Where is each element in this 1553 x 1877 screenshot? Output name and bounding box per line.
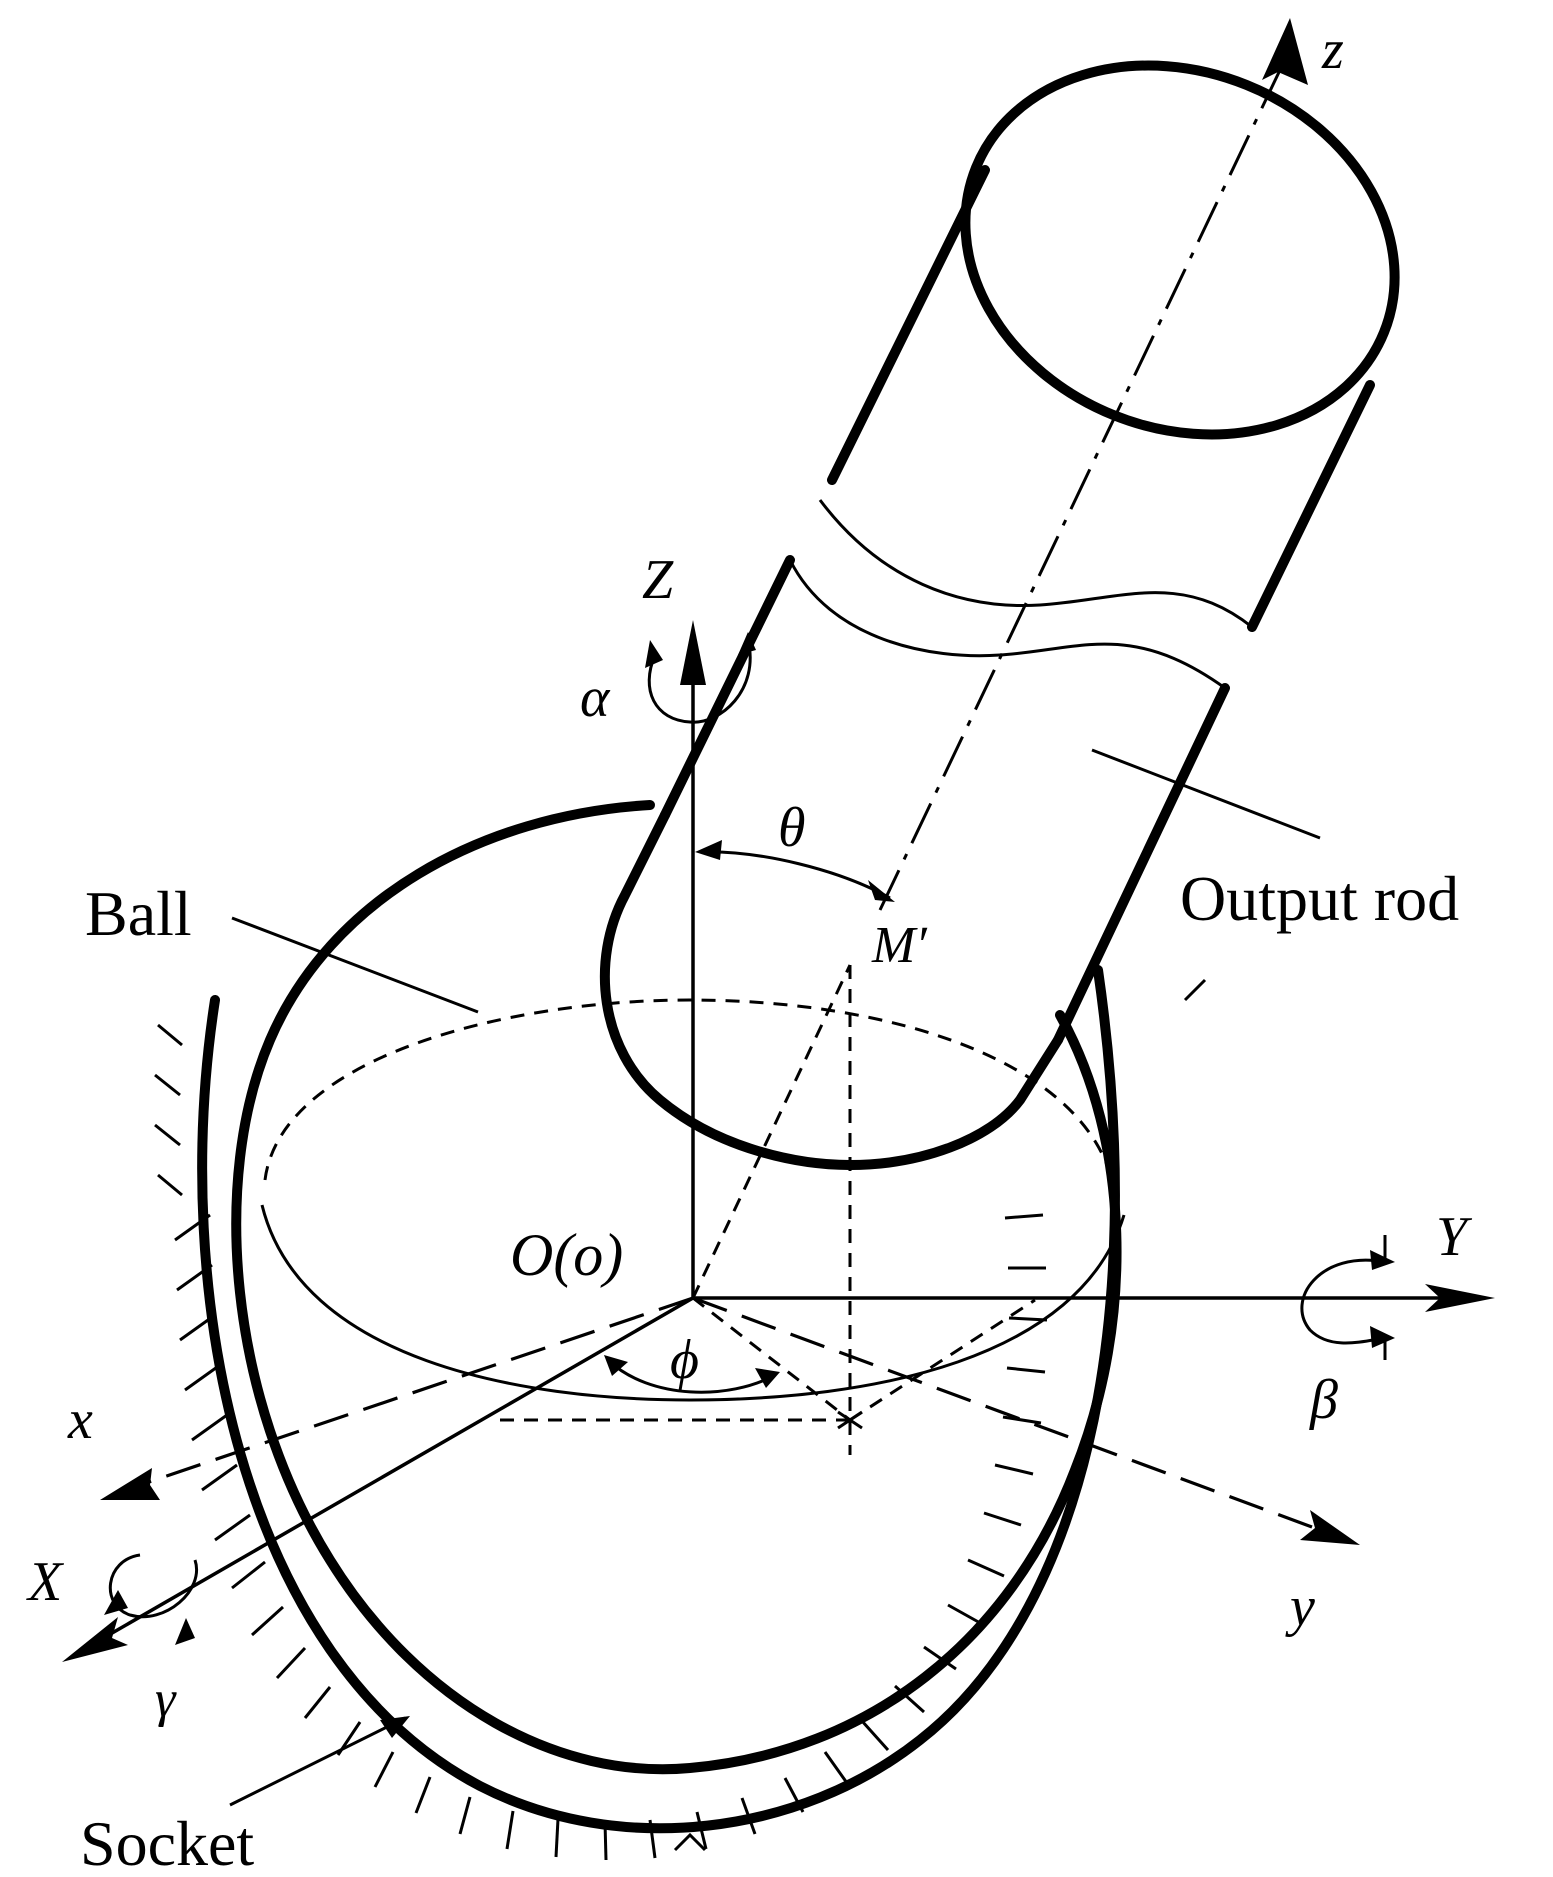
X-axis-arrowhead — [62, 1617, 128, 1662]
output-rod-label: Output rod — [1180, 863, 1459, 934]
rod-right-edge-upper — [1247, 380, 1375, 632]
X-axis-label: X — [26, 1551, 65, 1613]
gamma-rotation-arrow — [108, 1553, 198, 1619]
socket-leader-line — [229, 1716, 406, 1807]
rod-left-edge-upper — [827, 165, 990, 485]
x-axis-arrowhead — [100, 1468, 160, 1500]
y-rod-axis-label: y — [1285, 1576, 1315, 1638]
ball-leader-line — [231, 916, 479, 1014]
X-axis-line — [99, 1296, 694, 1642]
rod-axis-line — [878, 69, 1282, 911]
projection-tick-b — [837, 1410, 863, 1430]
beta-arrowhead-top — [1370, 1250, 1395, 1270]
ball-equator-front — [260, 1204, 1126, 1402]
z-axis-arrowhead — [1262, 18, 1308, 85]
projection-to-Y — [849, 1298, 1036, 1422]
ball-outline — [231, 800, 1122, 1775]
socket-label: Socket — [80, 1808, 254, 1877]
beta-rotation-arrow — [1300, 1258, 1386, 1345]
gamma-arrowhead-lower — [175, 1618, 195, 1645]
phi-arrowhead-left — [604, 1355, 628, 1376]
rod-top-cap — [960, 60, 1400, 440]
Z-axis-arrowhead — [680, 620, 706, 685]
beta-arrowhead-bottom — [1370, 1326, 1395, 1348]
gamma-arrowhead — [104, 1590, 128, 1615]
rod-break-line-lower — [788, 559, 1226, 690]
Y-axis-label: Y — [1436, 1206, 1473, 1268]
socket-bottom-marker — [673, 1832, 707, 1852]
gamma-label: γ — [155, 1671, 177, 1728]
rod-base-end — [599, 810, 1063, 1171]
alpha-arrowhead-right — [738, 632, 756, 655]
phi-angle-arc — [606, 1358, 776, 1394]
Y-axis-arrowhead — [1425, 1284, 1495, 1312]
rod-break-line-upper — [818, 499, 1253, 629]
origin-label: O(o) — [510, 1222, 623, 1288]
x-rod-axis-label: x — [67, 1389, 93, 1451]
alpha-arrowhead-left — [645, 640, 663, 668]
alpha-label: α — [580, 667, 611, 729]
theta-label: θ — [778, 797, 806, 859]
socket-hatching — [154, 978, 1207, 1861]
Z-axis-label: Z — [642, 549, 674, 611]
socket-leader-arrowhead — [380, 1716, 410, 1738]
x-axis-line — [139, 1296, 694, 1487]
m-prime-label: M′ — [871, 917, 928, 974]
theta-arrowhead-right — [868, 880, 895, 902]
phi-label: ϕ — [670, 1329, 699, 1391]
rod-right-edge-lower — [1053, 683, 1230, 1045]
phi-arrowhead-right — [755, 1368, 780, 1388]
y-axis-arrowhead — [1300, 1510, 1360, 1545]
origin-to-projection — [692, 1296, 851, 1422]
beta-label: β — [1309, 1369, 1338, 1431]
alpha-rotation-arrow — [647, 639, 752, 724]
ball-label: Ball — [85, 878, 192, 949]
z-rod-axis-label: z — [1321, 19, 1344, 81]
rod-left-edge-lower — [660, 555, 795, 820]
origin-to-m-prime-line — [691, 964, 852, 1299]
output-rod-leader-line — [1091, 748, 1321, 840]
theta-arrowhead-left — [695, 840, 722, 860]
y-axis-line — [692, 1296, 1321, 1532]
ball-equator-back — [263, 998, 1114, 1181]
theta-angle-arc — [699, 850, 891, 900]
